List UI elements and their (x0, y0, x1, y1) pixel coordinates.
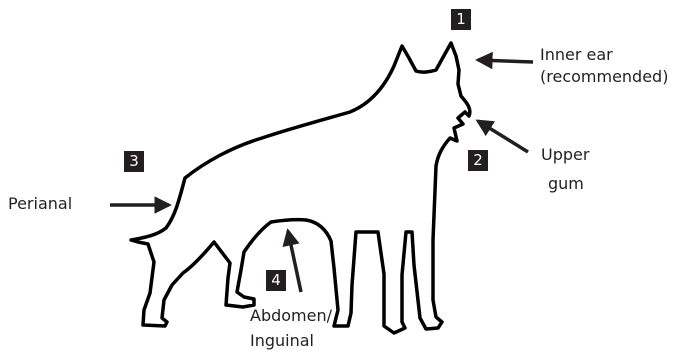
label-inner-ear: Inner ear (540, 45, 613, 65)
arrow-abdomen (288, 231, 301, 292)
label-upper: Upper (541, 145, 589, 165)
label-gum: gum (548, 174, 584, 194)
label-perianal: Perianal (8, 194, 72, 214)
site-number-2: 2 (468, 150, 488, 171)
site-number-4: 4 (266, 270, 286, 291)
arrow-upper-gum (478, 121, 528, 152)
label-inguinal: Inguinal (250, 331, 314, 351)
label-abdomen: Abdomen/ (250, 306, 332, 326)
site-number-3: 3 (124, 151, 144, 172)
arrow-inner-ear (478, 60, 533, 62)
site-number-1: 1 (451, 9, 471, 30)
label-recommended: (recommended) (540, 67, 668, 87)
